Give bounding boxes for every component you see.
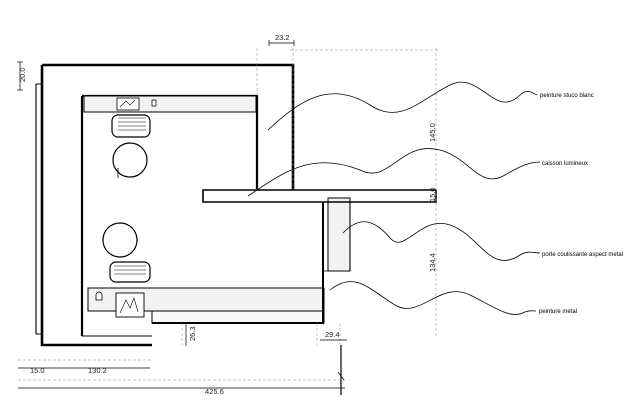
label-metal-paint: peinture metal (539, 309, 577, 315)
label-light-box: caisson lumineux (542, 161, 588, 167)
furniture (95, 97, 157, 318)
dimension-ticks (17, 40, 347, 395)
dim-top-offset: 23.2 (275, 33, 290, 42)
dimension-labels: 23.2 20.0 145.0 15.0 134.4 26.3 29.4 15.… (18, 33, 437, 396)
dim-left-wall: 20.0 (18, 67, 27, 82)
dim-bottom-right: 29.4 (325, 330, 340, 339)
dim-bottom-left: 130.2 (88, 366, 107, 375)
counter-shelves (83, 95, 351, 324)
dim-right-mid: 15.0 (428, 187, 437, 202)
light-box (152, 189, 437, 324)
dim-right-lower: 134.4 (428, 253, 437, 272)
dim-bottom-left-small: 15.0 (30, 366, 45, 375)
dim-bottom-offset: 26.3 (188, 326, 197, 341)
guide-lines (18, 48, 440, 381)
dim-right-upper: 145.0 (428, 123, 437, 142)
leader-lines (247, 81, 541, 315)
chair-bottom (102, 222, 138, 258)
material-labels: peinture stuco blanc caisson lumineux po… (539, 93, 623, 315)
label-sliding-door: porte coulissante aspect metal (542, 252, 623, 258)
dim-total-width: 425.6 (205, 387, 224, 396)
label-stucco: peinture stuco blanc (540, 93, 594, 99)
chair-top (112, 142, 148, 178)
